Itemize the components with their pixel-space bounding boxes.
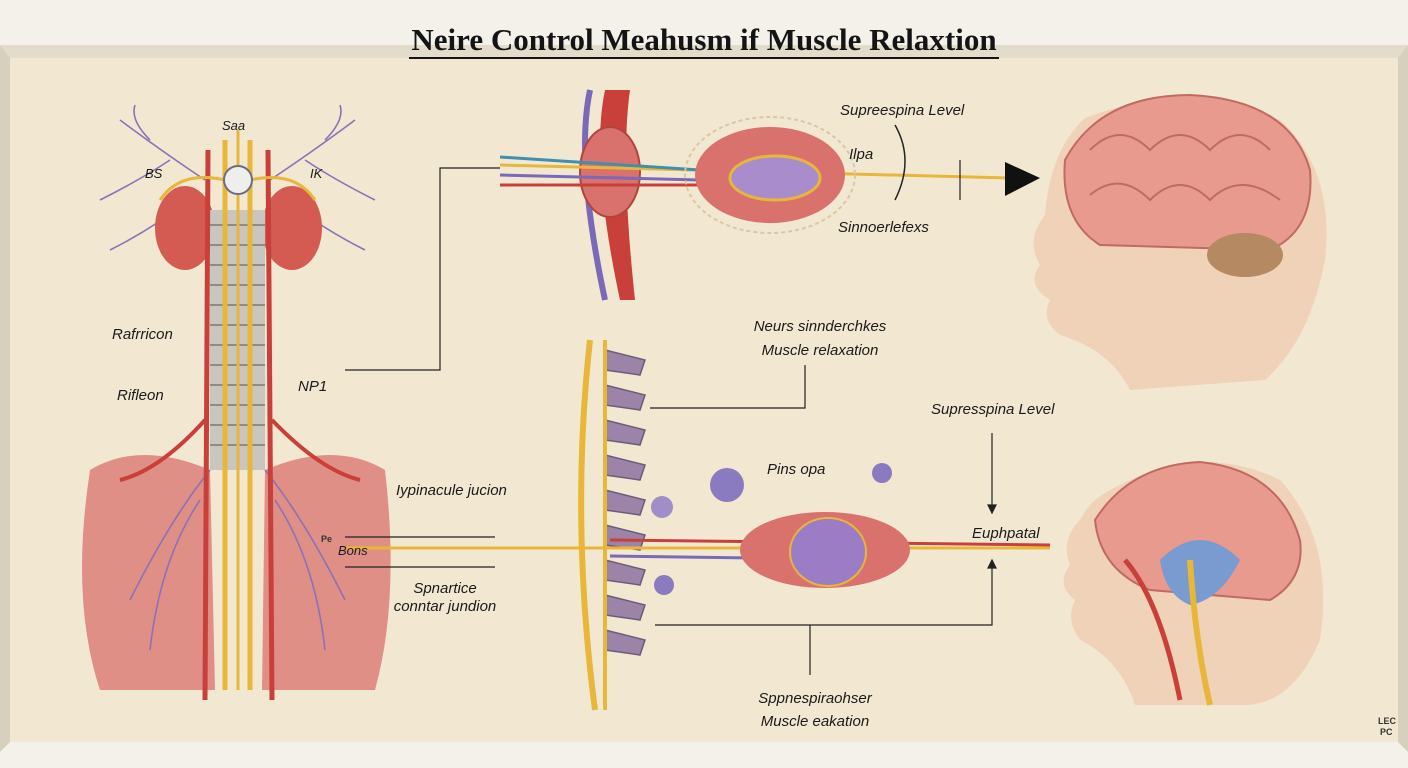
label-junction-top: Iypinacule jucion [396,482,507,499]
label-spine-small-1: Pe [321,534,333,544]
label-bottom-1: Sppnespiraohser [758,690,872,707]
label-spine-right: NP1 [298,378,328,395]
right-muscle-mass [262,455,391,690]
label-spine-tr: IK [310,166,323,181]
left-muscle-mass [82,455,215,690]
label-supra-top: Supreespina Level [840,102,965,119]
cerebellum [1207,233,1283,277]
label-bottom-2: Muscle eakation [760,713,870,730]
brain-bottom [1093,460,1302,602]
left-kidney [155,186,215,270]
label-spine-left-2: Rifleon [117,387,164,404]
connector-lines [345,167,997,675]
vesicle-4 [654,575,674,595]
spinal-cord-illustration [82,104,391,701]
signature-line-1: LEC [1378,716,1396,726]
label-spine-left-1: Rafrricon [112,326,173,343]
label-pins: Pins opa [767,461,826,478]
label-neurs-2: Muscle relaxation [761,342,879,359]
label-neurs-1: Neurs sinnderchkes [753,318,887,335]
brainstem [1160,540,1240,605]
arrow-to-brain [1005,162,1040,196]
head-bottom [1063,460,1324,706]
label-spine-tl: BS [145,166,163,181]
title-bar-bevel [0,45,1408,58]
label-junction-bottom-1: Spnartice [413,580,477,597]
right-kidney [262,186,322,270]
vertebrae-junction [345,339,1051,711]
vein-branches [99,104,376,651]
label-euph: Euphpatal [972,525,1040,542]
muscle-cross-section [499,89,1011,301]
head-top [1033,93,1327,390]
ganglion-knot [223,165,253,195]
label-ipa: Ilpa [849,146,874,163]
brain-top [1063,93,1312,252]
label-spine-top: Saa [222,118,246,133]
label-supra-mid: Supresspina Level [931,401,1055,418]
label-junction-bottom-2: conntar jundion [393,598,497,615]
bracket [894,124,906,201]
page-title: Neire Control Meahusm if Muscle Relaxtio… [409,22,999,59]
vesicle-3 [651,496,673,518]
signature-line-2: PC [1380,727,1393,737]
vesicle-1 [710,468,744,502]
label-spine-small-2: Bons [338,543,368,558]
vesicle-2 [872,463,892,483]
label-reflex: Sinnoerlefexs [838,219,929,236]
spinal-vessels [119,130,361,701]
